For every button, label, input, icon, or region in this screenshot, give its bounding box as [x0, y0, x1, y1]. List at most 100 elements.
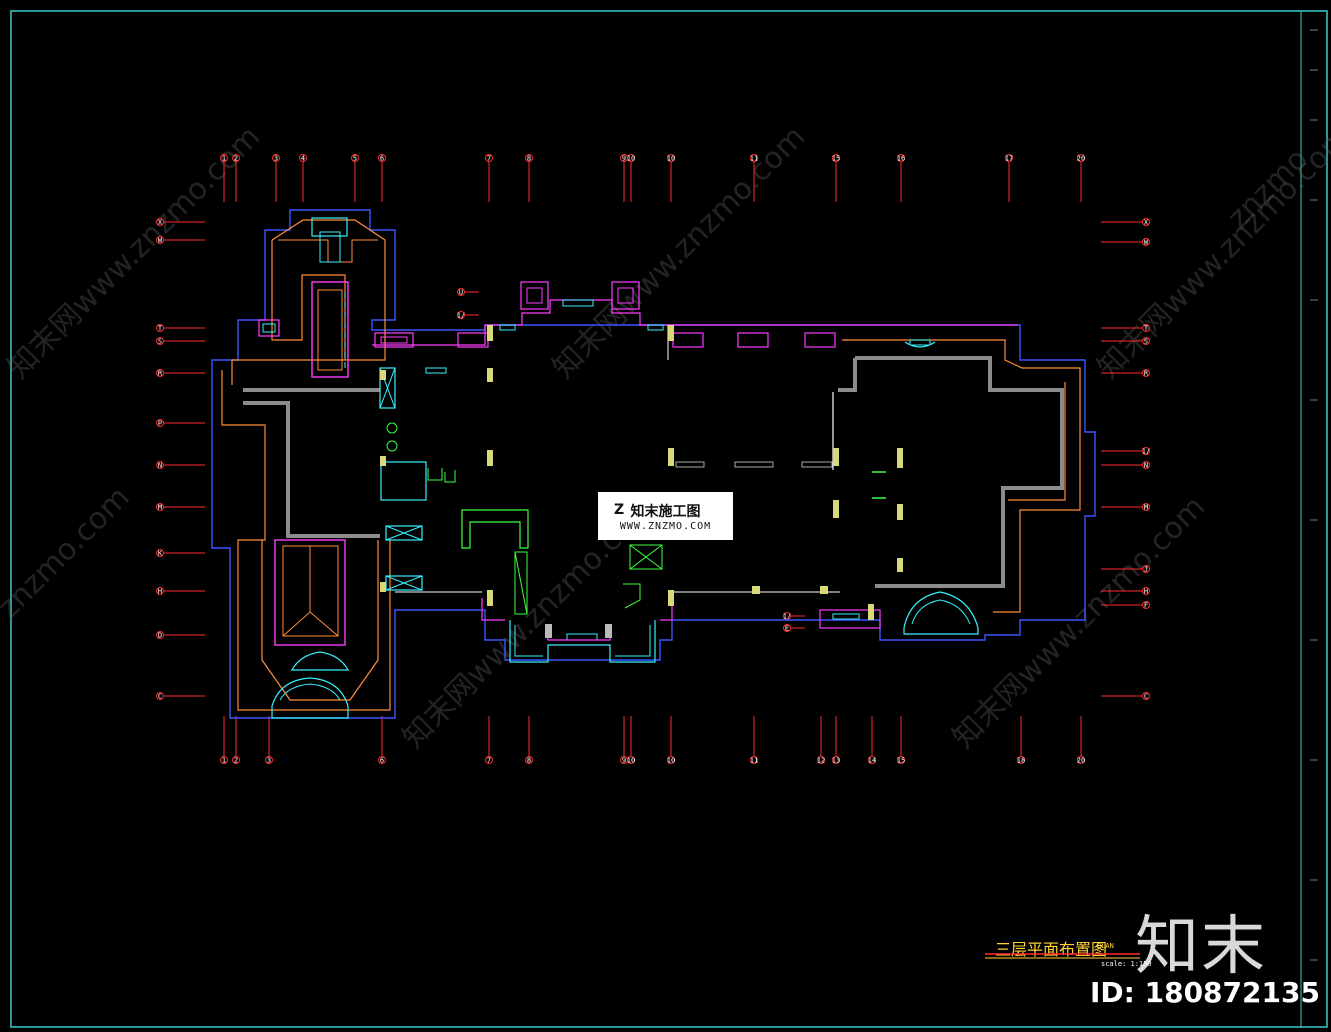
title-strip-marks	[1310, 29, 1318, 961]
right-axis-bubble	[1142, 324, 1150, 332]
top-axis-bubble	[1077, 154, 1085, 162]
bottom-axis-label: 9	[622, 757, 626, 765]
left-axis-label: K	[158, 550, 163, 558]
top-axis-label: 6	[380, 155, 384, 163]
bottom-axis-label: 3	[267, 757, 271, 765]
right-axis-label: T	[1144, 325, 1149, 333]
right-axis-bubble	[1142, 601, 1150, 609]
left-axis-bubble	[156, 549, 164, 557]
top-axis-bubble	[1005, 154, 1013, 162]
right-axis-bubble	[1142, 565, 1150, 573]
right-axis-label: H	[1144, 588, 1148, 596]
bottom-axis-label: 14	[868, 757, 876, 765]
right-axis-bubble	[1142, 503, 1150, 511]
right-axis-bubble	[1142, 369, 1150, 377]
left-axis-bubble	[156, 419, 164, 427]
bottom-axis-bubble	[485, 756, 493, 764]
room-marker-bubble	[457, 311, 465, 319]
left-tower	[258, 217, 378, 378]
lower-left-tower	[271, 539, 350, 719]
top-axis-label: 16	[897, 155, 905, 163]
right-axis-label: W	[1144, 239, 1149, 247]
bottom-axis-label: 6	[380, 757, 384, 765]
svg-text:znzmo.com: znzmo.com	[0, 480, 137, 626]
central-hall	[372, 281, 1018, 663]
right-axis-label: F	[1144, 602, 1148, 610]
bottom-axis-label: 10	[667, 757, 675, 765]
left-axis-bubble	[156, 218, 164, 226]
top-axis-label: 5	[353, 155, 357, 163]
bottom-axis-bubble	[627, 756, 635, 764]
top-axis-label: 4	[301, 155, 305, 163]
left-axis-bubble	[156, 631, 164, 639]
left-axis-bubble	[156, 337, 164, 345]
top-axis-bubble	[667, 154, 675, 162]
right-axis-label: C	[1144, 693, 1148, 701]
left-axis-label: M	[158, 504, 162, 512]
top-axis-label: 11	[750, 155, 758, 163]
right-axis-bubble	[1142, 587, 1150, 595]
top-axis-label: 15	[832, 155, 840, 163]
bottom-axis-bubble	[378, 756, 386, 764]
right-axis-label: 1/	[1142, 448, 1150, 456]
bottom-axis-bubble	[232, 756, 240, 764]
left-axis-label: C	[158, 693, 162, 701]
bottom-axis-bubble	[897, 756, 905, 764]
bottom-axis-label: 10	[627, 757, 635, 765]
bottom-axis-bubble	[817, 756, 825, 764]
right-axis-label: M	[1144, 504, 1148, 512]
right-wing	[819, 339, 979, 635]
watermark-brand: 知末	[1135, 910, 1267, 984]
top-axis-label: 2	[234, 155, 238, 163]
room-marker-label: 1/	[783, 613, 791, 621]
top-axis-label: 8	[527, 155, 531, 163]
room-markers: U1/1/E	[457, 288, 805, 633]
bottom-axis-label: 20	[1077, 757, 1085, 765]
top-axis-label: 7	[487, 155, 491, 163]
bottom-axis-label: 11	[750, 757, 758, 765]
left-axis-label: D	[158, 632, 162, 640]
bottom-axis-bubble	[525, 756, 533, 764]
drawing-frame	[10, 10, 1328, 1028]
watermark-id: ID: 180872135	[1090, 976, 1320, 1009]
right-axis-bubble	[1142, 461, 1150, 469]
top-axis-bubble	[750, 154, 758, 162]
stamp-brand-text: 知末施工图	[630, 503, 701, 520]
top-axis-bubble	[351, 154, 359, 162]
left-hall-details	[379, 367, 456, 591]
top-axis-bubble	[232, 154, 240, 162]
bottom-axis-bubble	[1017, 756, 1025, 764]
left-axis-bubble	[156, 236, 164, 244]
right-axis-label: N	[1144, 462, 1148, 470]
znzmo-logo-icon: Z	[614, 502, 625, 518]
left-axis-label: S	[158, 338, 162, 346]
top-axis-bubble	[220, 154, 228, 162]
left-axis-label: W	[158, 237, 163, 245]
right-axis-bubble	[1142, 337, 1150, 345]
bottom-axis-label: 7	[487, 757, 491, 765]
right-axis-label: S	[1144, 338, 1148, 346]
bottom-axis-bubble	[220, 756, 228, 764]
bottom-axis-bubble	[265, 756, 273, 764]
top-axis-bubble	[485, 154, 493, 162]
top-axis-bubble	[272, 154, 280, 162]
left-axis-bubble	[156, 324, 164, 332]
drawing-scale: scale: 1:150	[1101, 960, 1152, 968]
top-axis-bubble	[832, 154, 840, 162]
top-axis-label: 17	[1005, 155, 1013, 163]
columns	[380, 325, 903, 638]
top-axis-bubble	[378, 154, 386, 162]
right-axis-bubble	[1142, 218, 1150, 226]
room-marker-label: U	[459, 289, 463, 297]
room-marker-bubble	[783, 624, 791, 632]
top-axis-label: 9	[622, 155, 626, 163]
bottom-axis-bubble	[868, 756, 876, 764]
left-axis-bubble	[156, 692, 164, 700]
left-axis-label: T	[158, 325, 163, 333]
bottom-axis-label: 1	[222, 757, 226, 765]
